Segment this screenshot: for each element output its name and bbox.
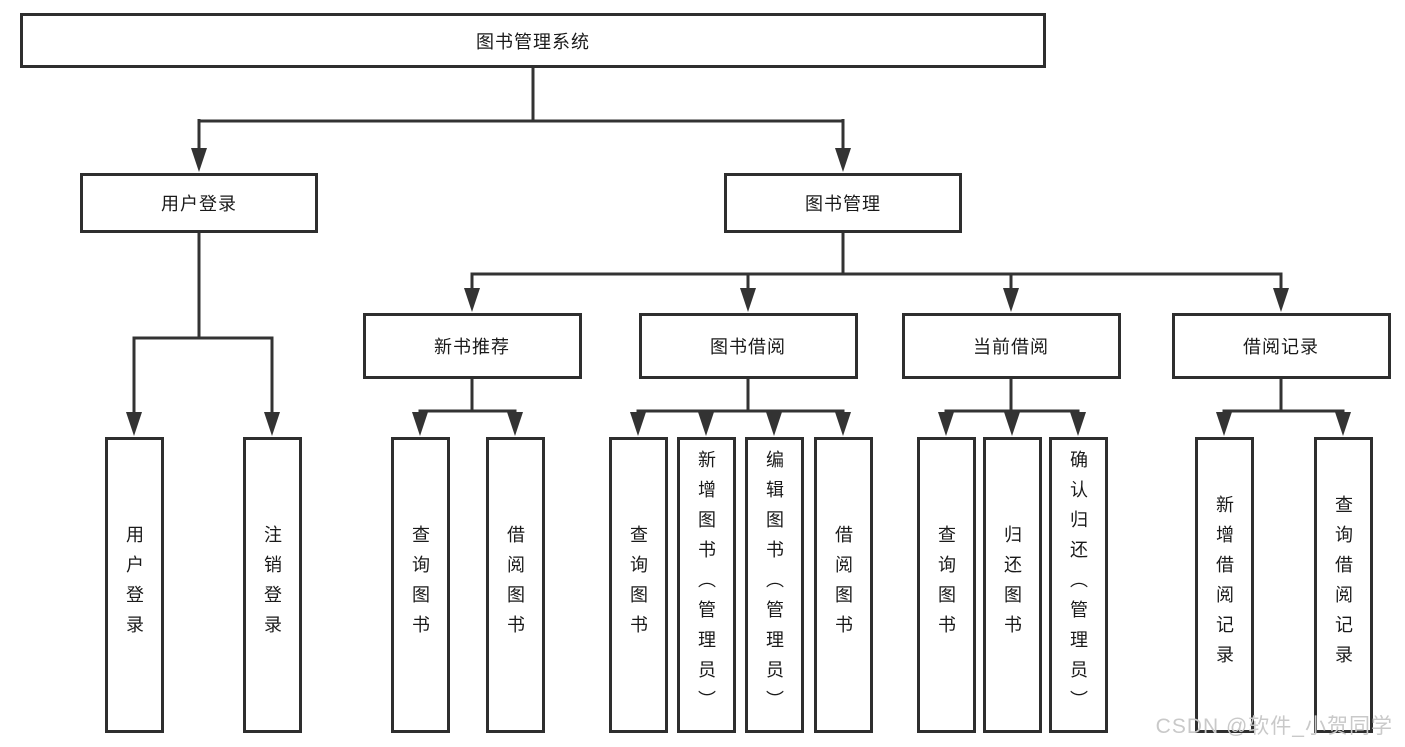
leaf-query-books-current: 查询图书 [916, 437, 976, 733]
node-borrowing-records: 借阅记录 [1171, 313, 1391, 379]
node-current-borrowing: 当前借阅 [901, 313, 1121, 379]
csdn-watermark: CSDN @软件_小贺同学 [1155, 715, 1393, 738]
leaf-add-books-admin: 新增图书（管理员） [676, 437, 736, 733]
node-user-login: 用户登录 [80, 173, 318, 233]
leaf-query-books-borrow: 查询图书 [608, 437, 668, 733]
leaf-return-books: 归还图书 [982, 437, 1042, 733]
leaf-edit-books-admin: 编辑图书（管理员） [744, 437, 804, 733]
node-book-borrowing: 图书借阅 [638, 313, 858, 379]
leaf-user-login: 用户登录 [104, 437, 164, 733]
node-new-book-recommendation: 新书推荐 [362, 313, 582, 379]
leaf-query-books-recommend: 查询图书 [390, 437, 450, 733]
node-library-management-system: 图书管理系统 [20, 13, 1046, 68]
node-book-management: 图书管理 [724, 173, 962, 233]
leaf-add-borrow-record: 新增借阅记录 [1194, 437, 1254, 733]
leaf-confirm-return-admin: 确认归还（管理员） [1048, 437, 1108, 733]
leaf-borrow-books-recommend: 借阅图书 [485, 437, 545, 733]
leaf-query-borrow-record: 查询借阅记录 [1313, 437, 1373, 733]
leaf-borrow-books: 借阅图书 [813, 437, 873, 733]
leaf-logout: 注销登录 [242, 437, 302, 733]
